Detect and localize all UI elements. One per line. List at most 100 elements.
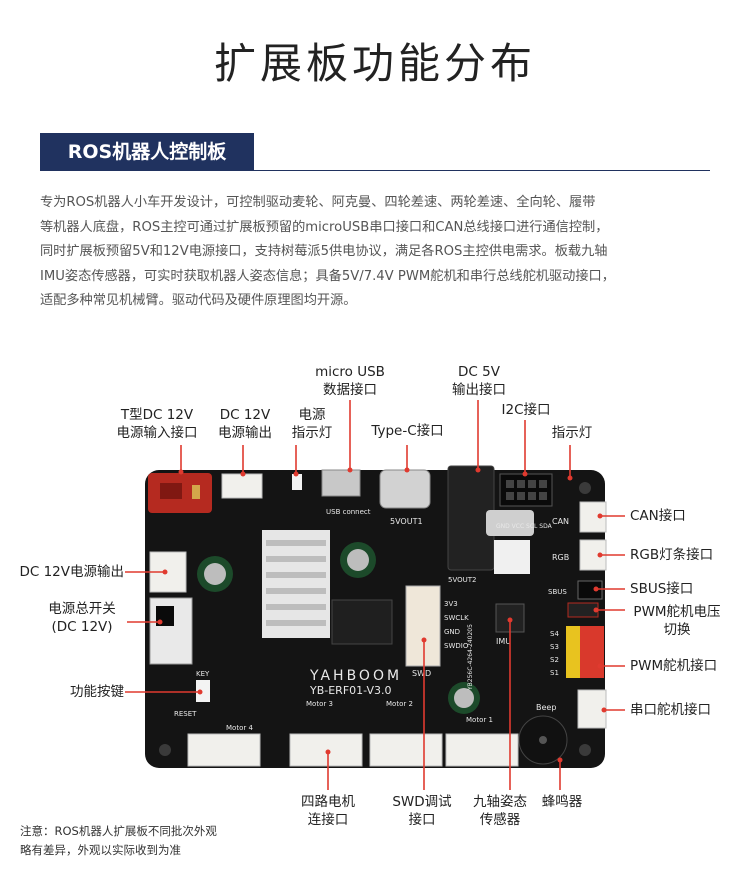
silk-s1: S1 xyxy=(550,669,559,677)
motor-connector xyxy=(187,733,261,767)
led xyxy=(292,474,302,490)
silk-i2c: GND VCC SCL SDA xyxy=(496,523,553,530)
description-line: 专为ROS机器人小车开发设计，可控制驱动麦轮、阿克曼、四轮差速、两轮差速、全向轮… xyxy=(40,195,596,210)
label-serial-servo: 串口舵机接口 xyxy=(630,701,711,719)
label-buzzer: 蜂鸣器 xyxy=(530,793,594,811)
silk-s4: S4 xyxy=(550,630,559,638)
silk-swd-pin: 3V3 xyxy=(444,600,458,608)
label-line: DC 5V xyxy=(458,364,500,380)
description: 专为ROS机器人小车开发设计，可控制驱动麦轮、阿克曼、四轮差速、两轮差速、全向轮… xyxy=(40,191,712,314)
label-line: 九轴姿态 xyxy=(473,794,527,810)
silk-motor4: Motor 4 xyxy=(226,724,253,732)
silk-motor1: Motor 1 xyxy=(466,716,493,724)
pwm-servo-header xyxy=(566,626,604,678)
label-line: CAN接口 xyxy=(630,508,686,524)
label-main-switch: 电源总开关 (DC 12V) xyxy=(36,600,128,636)
label-line: 四路电机 xyxy=(301,794,355,810)
label-pwm-servo: PWM舵机接口 xyxy=(630,657,717,675)
silk-swd: SWD xyxy=(412,669,431,678)
label-line: T型DC 12V xyxy=(120,407,194,423)
label-dc12v-output-top: DC 12V 电源输出 xyxy=(210,406,280,442)
silk-5v: 5VOUT2 xyxy=(448,576,476,584)
mounting-hole xyxy=(579,482,591,494)
silk-usb: USB connect xyxy=(326,508,371,516)
silk-imu: IMU xyxy=(496,637,511,646)
micro-usb-port xyxy=(321,469,361,497)
description-line: 同时扩展板预留5V和12V电源接口，支持树莓派5供电协议，满足各ROS主控供电需… xyxy=(40,244,608,259)
silk-swd-pin: SWDIO xyxy=(444,642,469,650)
silk-serial: YB256C-4264-240205 xyxy=(467,624,474,691)
silk-s2: S2 xyxy=(550,656,559,664)
label-line: 功能按键 xyxy=(70,684,124,700)
label-line: 电源 xyxy=(298,407,326,423)
white-header xyxy=(221,473,263,499)
label-line: RGB灯条接口 xyxy=(630,547,714,563)
crystal xyxy=(486,510,534,536)
silk-swd-pin: SWCLK xyxy=(444,614,469,622)
description-line: 等机器人底盘，ROS主控可通过扩展板预留的microUSB串口接口和CAN总线接… xyxy=(40,219,609,235)
sbus-connector xyxy=(577,580,603,600)
label-line: DC 12V xyxy=(219,407,271,423)
label-line: 电源总开关 xyxy=(48,601,116,617)
label-line: DC 12V电源输出 xyxy=(19,564,124,580)
mounting-hole xyxy=(159,744,171,756)
label-line: 电源输入接口 xyxy=(116,425,198,441)
motor-connector xyxy=(289,733,363,767)
mcu-chip xyxy=(331,599,393,645)
label-line: 切换 xyxy=(663,622,691,638)
silk-swd-pin: GND xyxy=(444,628,460,636)
motor-connector xyxy=(445,733,519,767)
label-line: (DC 12V) xyxy=(51,619,113,635)
i2c-header xyxy=(499,473,553,507)
silk-sbus: SBUS xyxy=(548,588,567,596)
label-rgb: RGB灯条接口 xyxy=(630,546,713,564)
leader-lines xyxy=(125,400,625,790)
label-indicator: 指示灯 xyxy=(540,424,604,442)
motor-connector xyxy=(369,733,443,767)
label-motors: 四路电机 连接口 xyxy=(290,793,366,829)
label-i2c: I2C接口 xyxy=(494,401,558,419)
label-line: micro USB xyxy=(315,364,385,380)
label-line: 电源输出 xyxy=(218,425,272,441)
note: 注意：ROS机器人扩展板不同批次外观 略有差异，外观以实际收到为准 xyxy=(20,822,217,860)
silk-motor2: Motor 2 xyxy=(386,700,413,708)
label-line: SBUS接口 xyxy=(630,581,694,597)
silk-beep: Beep xyxy=(536,703,556,712)
label-line: 输出接口 xyxy=(452,382,506,398)
silk-model: YB-ERF01-V3.0 xyxy=(309,684,392,697)
label-line: 蜂鸣器 xyxy=(541,794,583,810)
label-line: 串口舵机接口 xyxy=(630,702,711,718)
label-dc12v-output-left: DC 12V电源输出 xyxy=(6,563,124,581)
t-connector-pin xyxy=(192,485,200,499)
description-line: IMU姿态传感器，可实时获取机器人姿态信息；具备5V/7.4V PWM舵机和串行… xyxy=(40,268,615,284)
label-line: Type-C接口 xyxy=(371,423,444,439)
swd-header xyxy=(405,585,441,667)
t-connector-slot xyxy=(160,483,182,499)
silk-key: KEY xyxy=(196,670,210,678)
description-line: 适配多种常见机械臂。驱动代码及硬件原理图均开源。 xyxy=(40,293,357,308)
silk-reset: RESET xyxy=(174,710,197,718)
label-line: I2C接口 xyxy=(501,402,551,418)
label-sbus: SBUS接口 xyxy=(630,580,693,598)
mounting-hole xyxy=(579,744,591,756)
label-type-c: Type-C接口 xyxy=(360,422,455,440)
silk-can: CAN xyxy=(552,517,569,526)
silk-s3: S3 xyxy=(550,643,559,651)
label-line: PWM舵机接口 xyxy=(630,658,718,674)
label-dc5v-output: DC 5V 输出接口 xyxy=(434,363,524,399)
silk-rgb: RGB xyxy=(552,553,569,562)
page-title: 扩展板功能分布 xyxy=(213,39,536,88)
silk-motor3: Motor 3 xyxy=(306,700,333,708)
label-line: 接口 xyxy=(408,812,436,828)
label-imu: 九轴姿态 传感器 xyxy=(462,793,538,829)
dc5v-label-block xyxy=(494,540,530,574)
label-pwm-voltage: PWM舵机电压 切换 xyxy=(624,603,730,639)
label-swd: SWD调试 接口 xyxy=(384,793,460,829)
label-t-dc12v-input: T型DC 12V 电源输入接口 xyxy=(102,406,212,442)
silk-typec: 5VOUT1 xyxy=(390,517,423,526)
label-can: CAN接口 xyxy=(630,507,686,525)
label-line: 传感器 xyxy=(479,812,521,828)
label-function-key: 功能按键 xyxy=(40,683,124,701)
label-micro-usb: micro USB 数据接口 xyxy=(300,363,400,399)
